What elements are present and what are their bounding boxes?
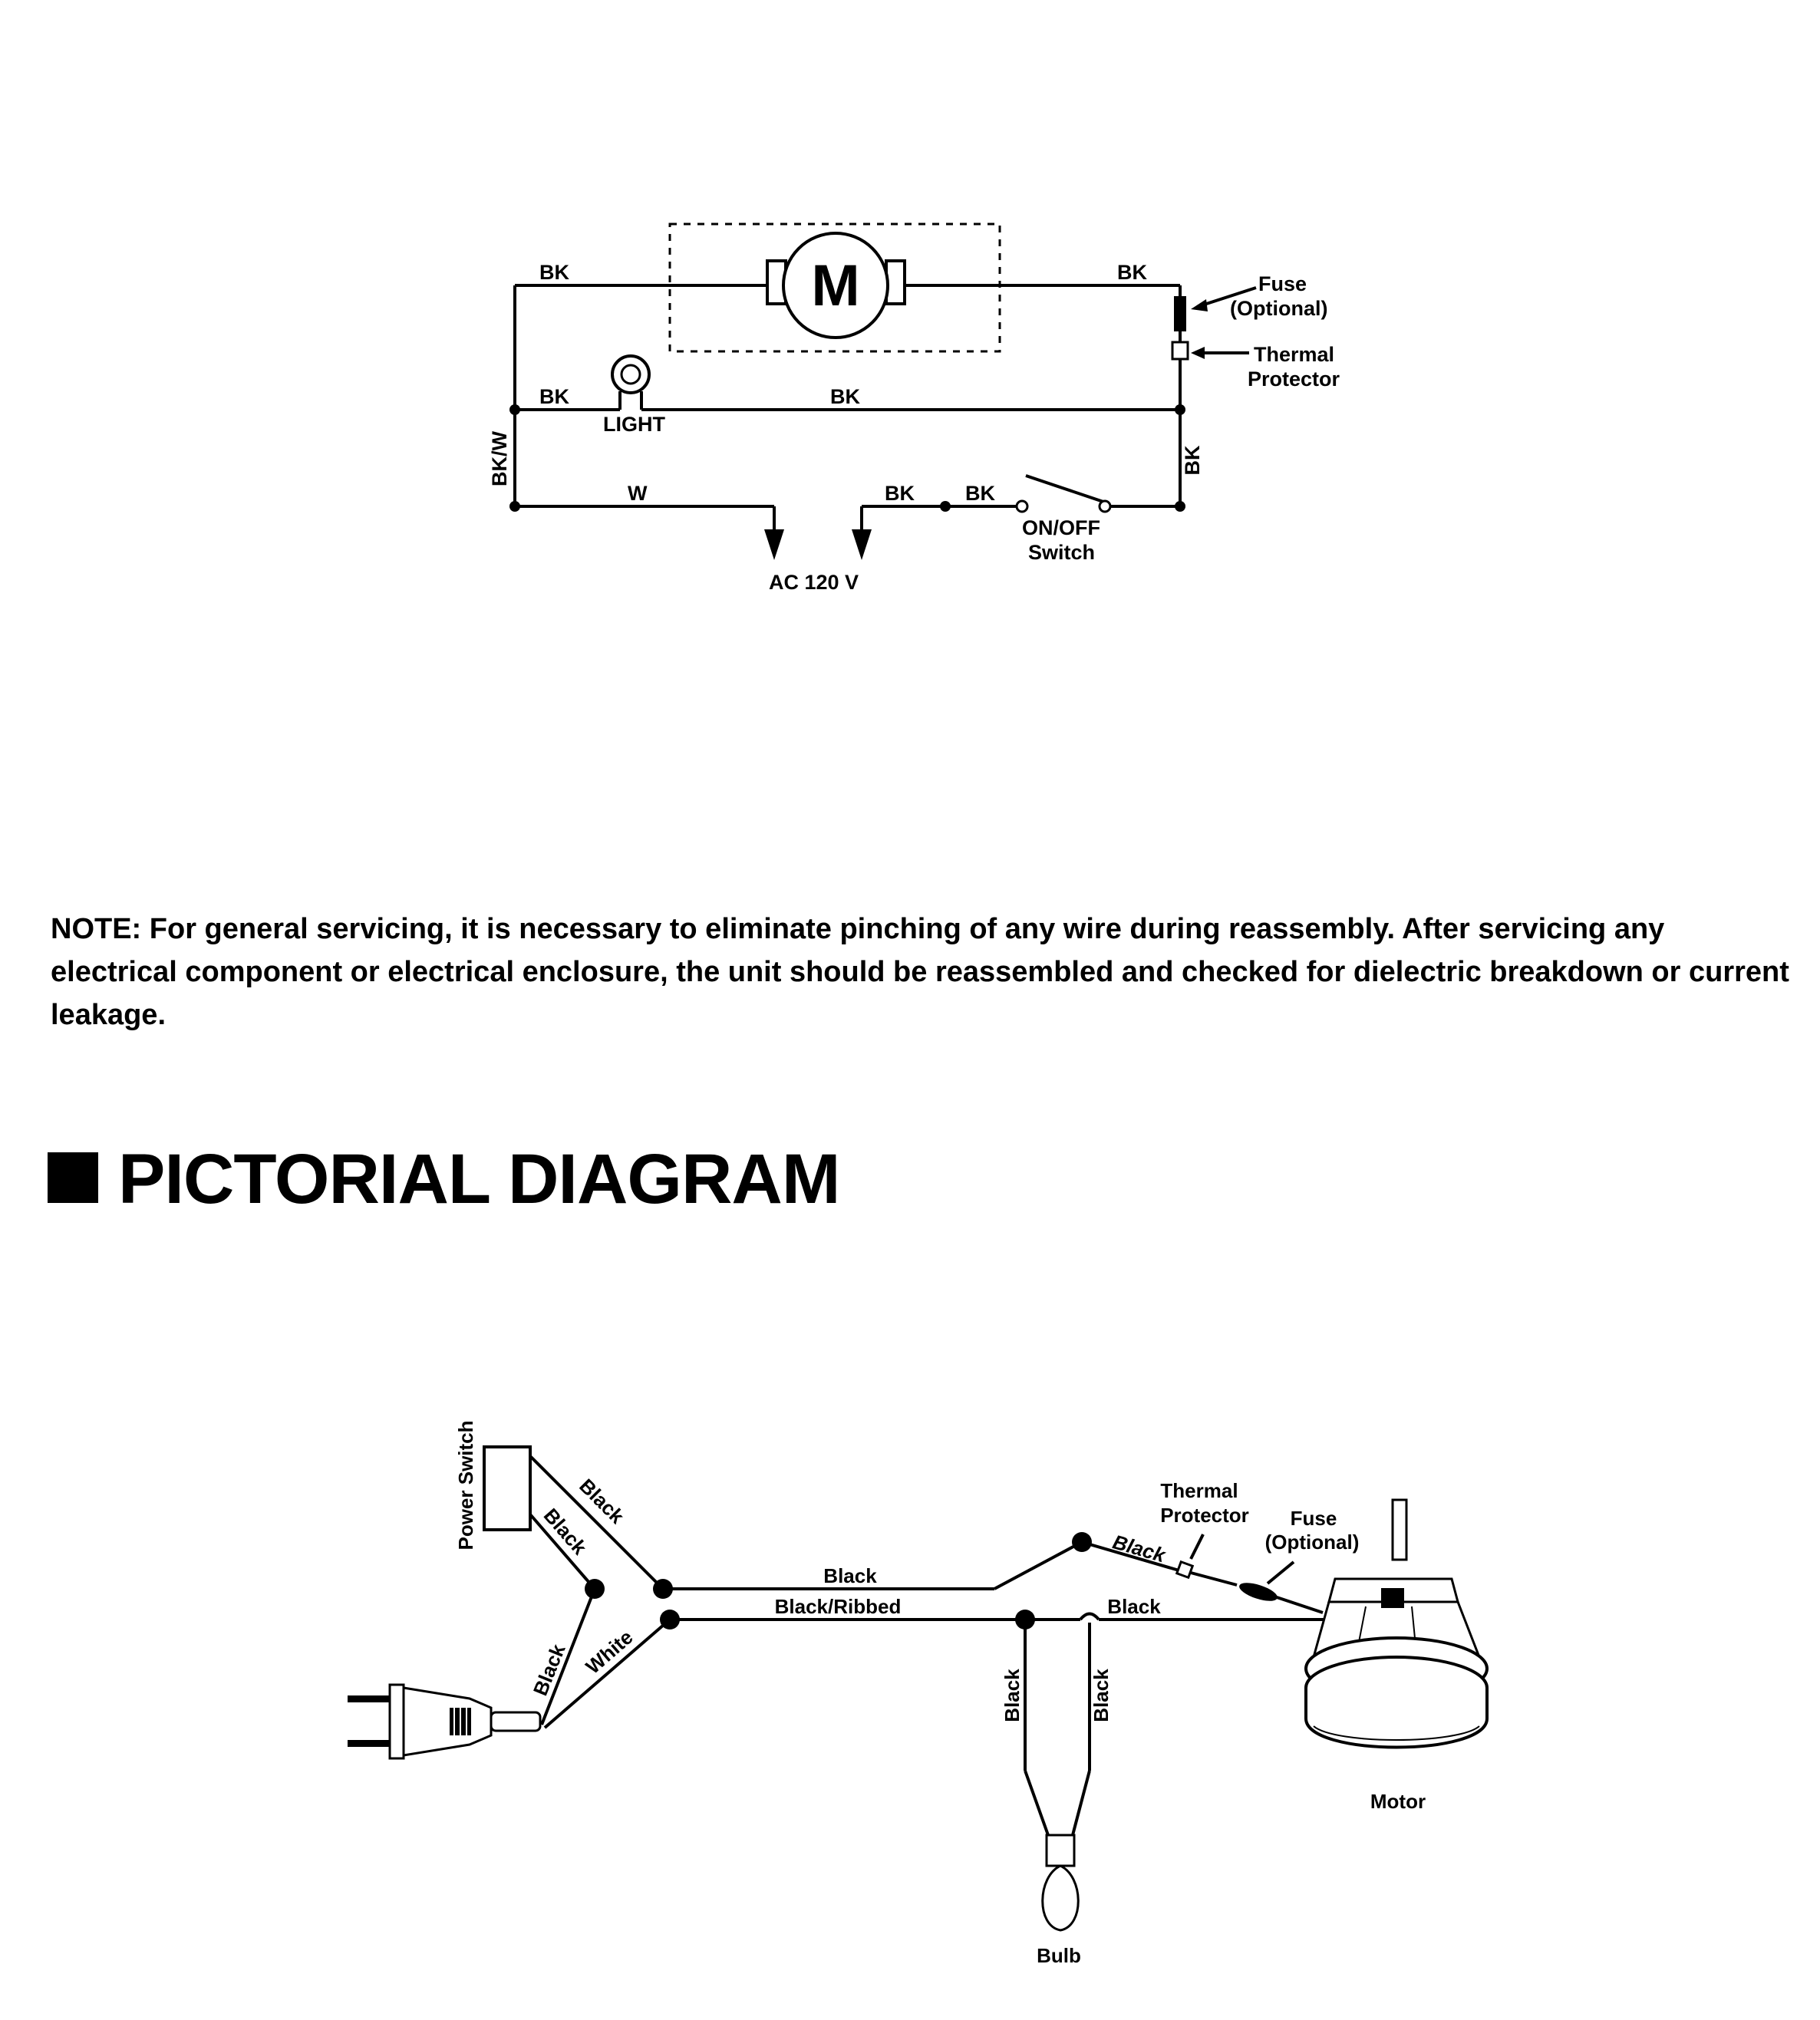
ac-arrow-right <box>852 529 872 560</box>
label-bk-top-right: BK <box>1117 261 1147 284</box>
fuse-pointer <box>1196 286 1257 308</box>
label-bk-bottom-mid: BK <box>885 482 915 505</box>
label-fuse-optional: (Optional) <box>1230 297 1327 320</box>
switch-contact-left <box>1015 499 1029 513</box>
junction-left-bottom <box>509 501 520 512</box>
light-bulb-inner <box>620 364 641 385</box>
light-leads <box>618 391 643 410</box>
label-thermal-line1: Thermal <box>1254 343 1334 366</box>
label-fuse: Fuse <box>1258 272 1307 295</box>
switch-contact-right <box>1098 499 1112 513</box>
label-switch-line1: ON/OFF <box>1022 516 1100 539</box>
thermal-pointer-head <box>1191 347 1205 359</box>
motor-symbol <box>782 232 889 339</box>
junction-right-mid <box>1175 404 1185 415</box>
label-w-bottom: W <box>628 482 648 505</box>
label-thermal-line2: Protector <box>1248 367 1340 390</box>
fuse-pointer-head <box>1191 299 1208 311</box>
ac-arrow-left <box>764 529 784 560</box>
label-bk-mid-left: BK <box>539 385 569 408</box>
label-bk-right-vertical: BK <box>1181 445 1204 475</box>
thermal-protector-symbol <box>1171 341 1189 361</box>
label-bk-mid-center: BK <box>830 385 860 408</box>
label-bk-bottom-switch: BK <box>965 482 995 505</box>
label-ac-power: AC 120 V <box>769 571 859 594</box>
junction-right-bottom <box>1175 501 1185 512</box>
service-note: NOTE: For general servicing, it is neces… <box>51 913 1789 1031</box>
label-switch-line2: Switch <box>1028 541 1095 564</box>
label-light: LIGHT <box>603 413 665 436</box>
switch-blade <box>1025 474 1104 503</box>
section-heading: PICTORIAL DIAGRAM <box>48 1139 841 1220</box>
heading-square-icon <box>48 1152 98 1203</box>
label-bk-top-left: BK <box>539 261 569 284</box>
junction-left-mid <box>509 404 520 415</box>
motor-enclosure <box>668 222 1001 353</box>
label-bkw-vertical: BK/W <box>488 430 511 486</box>
fuse-symbol <box>1174 296 1186 331</box>
motor-letter: M <box>811 253 859 318</box>
section-title: PICTORIAL DIAGRAM <box>118 1140 841 1218</box>
junction-bottom-mid <box>940 501 951 512</box>
